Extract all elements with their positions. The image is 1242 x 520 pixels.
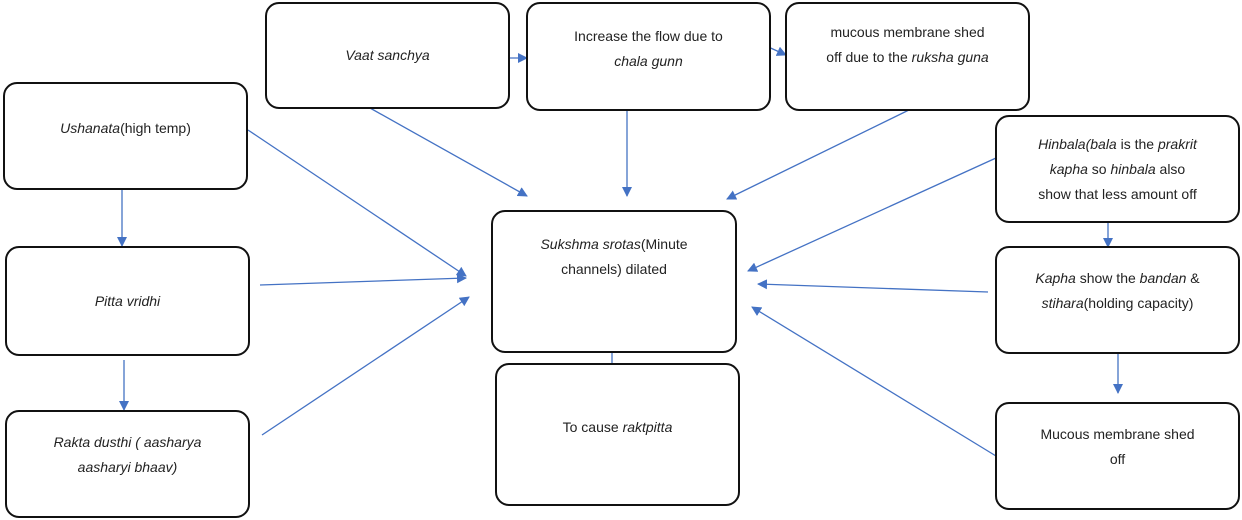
node-mucous-top: mucous membrane shed off due to the ruks…: [785, 2, 1030, 111]
increase-line1: Increase the flow due to: [574, 28, 723, 44]
kapha-t2: &: [1186, 270, 1200, 286]
node-mucous-right: Mucous membrane shed off: [995, 402, 1240, 510]
cause-text: To cause: [562, 419, 623, 435]
sukshma-line2: channels) dilated: [561, 261, 667, 277]
mucous-top-line1: mucous membrane shed: [830, 24, 985, 40]
kapha-i1: Kapha: [1035, 270, 1076, 286]
ushanata-italic: Ushanata: [60, 120, 121, 136]
hinbala-t2: so: [1087, 160, 1111, 177]
node-to-cause: To cause raktpitta: [495, 363, 740, 506]
hinbala-line3: show that less amount off: [1038, 185, 1197, 202]
rakta-line2: aasharyi bhaav): [77, 459, 178, 475]
arrow-mucous-to-sukshma: [726, 107, 914, 200]
vaat-text: Vaat sanchya: [345, 47, 430, 63]
mucous-top-ruksha: ruksha guna: [911, 49, 989, 65]
arrow-mucous-right-to-sukshma: [751, 306, 997, 457]
kapha-t3: (holding capacity): [1083, 295, 1194, 311]
mucous-right-line1: Mucous membrane shed: [1040, 426, 1195, 442]
pitta-text: Pitta vridhi: [94, 292, 161, 309]
arrow-kapha-to-sukshma: [757, 279, 989, 293]
sukshma-italic: Sukshma srotas: [540, 236, 641, 252]
arrow-hinbala-to-sukshma: [747, 157, 997, 272]
node-ushanata: Ushanata(high temp): [3, 82, 248, 190]
node-kapha: Kapha show the bandan & stihara(holding …: [995, 246, 1240, 354]
increase-chala-gunn: chala gunn: [614, 53, 683, 69]
node-increase-flow: Increase the flow due to chala gunn: [526, 2, 771, 111]
hinbala-t1: is the: [1116, 135, 1158, 152]
hinbala-i3: kapha: [1049, 160, 1088, 177]
arrow-ushanata-to-sukshma: [247, 129, 467, 277]
kapha-i3: stihara: [1041, 295, 1084, 311]
cause-raktpitta: raktpitta: [622, 419, 673, 435]
arrow-pitta-to-sukshma: [259, 273, 467, 286]
node-rakta-dusthi: Rakta dusthi ( aasharya aasharyi bhaav): [5, 410, 250, 518]
rakta-line1: Rakta dusthi ( aasharya: [53, 434, 202, 450]
hinbala-i1: Hinbala(bala: [1038, 135, 1117, 152]
node-hinbala: Hinbala(bala is the prakrit kapha so hin…: [995, 115, 1240, 223]
ushanata-rest: (high temp): [120, 120, 191, 136]
hinbala-i2: prakrit: [1157, 135, 1197, 152]
mucous-right-line2: off: [1109, 451, 1126, 467]
hinbala-t3: also: [1155, 160, 1186, 177]
node-pitta-vridhi: Pitta vridhi: [5, 246, 250, 356]
arrow-rakta-to-sukshma: [261, 296, 470, 436]
node-sukshma-srotas: Sukshma srotas(Minute channels) dilated: [491, 210, 737, 353]
node-vaat-sanchya: Vaat sanchya: [265, 2, 510, 109]
sukshma-paren: (Minute: [640, 236, 688, 252]
arrow-vaat-to-sukshma: [369, 107, 528, 197]
kapha-i2: bandan: [1139, 270, 1187, 286]
hinbala-i4: hinbala: [1110, 160, 1156, 177]
kapha-t1: show the: [1075, 270, 1140, 286]
mucous-top-line2a: off due to the: [826, 49, 912, 65]
